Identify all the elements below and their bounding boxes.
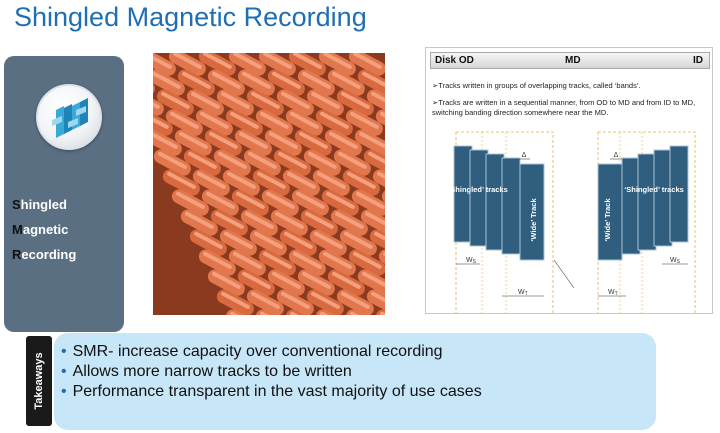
roof-tiles-image	[153, 53, 385, 315]
bullet-icon: •	[61, 343, 67, 360]
label-wide-right: ‘Wide’ Track	[603, 198, 612, 242]
takeaways-tab: Takeaways	[26, 336, 52, 426]
acronym-line-r: Recording	[12, 247, 77, 262]
diagram-bullet-1: ➢Tracks written in groups of overlapping…	[432, 81, 641, 90]
wt-left-label: WT	[518, 289, 528, 297]
wt-right-label: WT	[608, 289, 618, 297]
ws-right-label: WS	[670, 257, 681, 265]
header-md: MD	[565, 55, 581, 66]
takeaway-item: •Performance transparent in the vast maj…	[61, 383, 482, 400]
bullet-icon: •	[61, 363, 67, 380]
takeaway-item: •SMR- increase capacity over conventiona…	[61, 343, 443, 360]
header-od: Disk OD	[435, 55, 474, 66]
delta-right: Δ	[614, 152, 619, 159]
takeaways-list: •SMR- increase capacity over conventiona…	[61, 342, 482, 402]
takeaways-tab-label: Takeaways	[33, 352, 45, 410]
acronym-line-s: Shingled	[12, 197, 67, 212]
ws-left-label: WS	[466, 257, 477, 265]
diagram-header: Disk OD MD ID	[430, 52, 710, 69]
acronym-list: Shingled Magnetic Recording	[12, 192, 76, 267]
label-shingled-right: ‘Shingled’ tracks	[624, 185, 684, 194]
diagram-bullet-2: ➢Tracks are written in a sequential mann…	[432, 98, 696, 117]
sidebar-panel: Shingled Magnetic Recording	[4, 56, 124, 332]
smr-diagram: Disk OD MD ID ➢Tracks written in groups …	[425, 47, 713, 314]
acronym-line-m: Magnetic	[12, 222, 69, 237]
label-wide-left: ‘Wide’ Track	[529, 198, 538, 242]
smr-logo-icon	[36, 84, 102, 150]
header-id: ID	[693, 55, 703, 66]
delta-left: Δ	[522, 152, 527, 159]
slide-title: Shingled Magnetic Recording	[14, 2, 367, 32]
takeaways-box: •SMR- increase capacity over conventiona…	[54, 333, 656, 430]
takeaway-item: •Allows more narrow tracks to be written	[61, 363, 352, 380]
bullet-icon: •	[61, 383, 67, 400]
label-shingled-left: ‘Shingled’ tracks	[448, 185, 508, 194]
